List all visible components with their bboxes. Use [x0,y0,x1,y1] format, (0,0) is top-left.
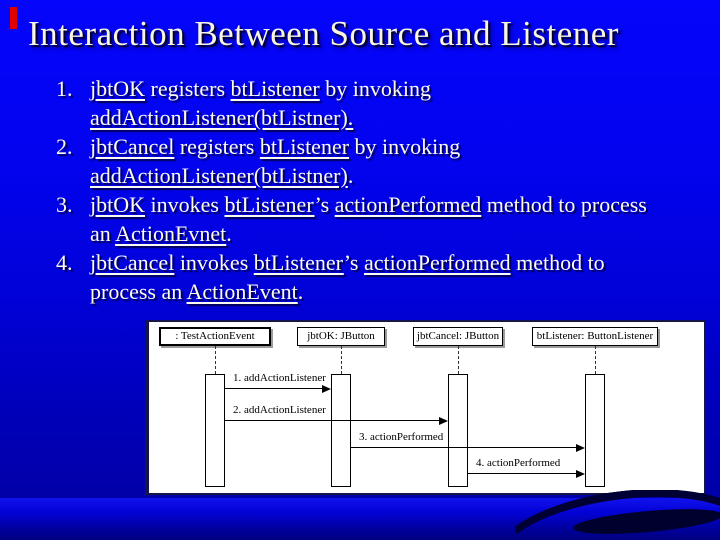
activation-bar [585,374,605,487]
message-label: 1. addActionListener [233,372,326,384]
text-segment: ’s [314,192,335,217]
actor-box: jbtOK: JButton [297,327,385,346]
list-item-number: 1. [56,76,73,101]
lifeline [341,346,342,374]
message-label: 2. addActionListener [233,404,326,416]
code-term: ActionEvent [186,279,298,304]
text-segment: invokes [174,250,254,275]
text-segment: method to [510,250,605,275]
list-item: 2. jbtCancel registers btListener by invo… [48,132,708,190]
corner-accent-bar [10,7,17,29]
code-term: jbtCancel [90,250,175,275]
list-item-number: 2. [56,134,73,159]
lifeline [458,346,459,374]
actor-box: : TestActionEvent [159,327,271,346]
swoosh-decoration [515,490,720,535]
list-item-text: jbtCancel registers btListener by invoki… [90,134,460,188]
list-item: 3. jbtOK invokes btListener’s actionPerfo… [48,190,708,248]
actor-box: btListener: ButtonListener [532,327,658,346]
text-segment: registers [174,134,260,159]
text-segment: . [347,163,354,188]
arrowhead-icon [439,417,448,425]
message-arrow [351,447,577,448]
text-segment: method to process [481,192,647,217]
lifeline [595,346,596,374]
code-term: btListener [259,134,350,159]
code-term: ActionEvnet [115,221,227,246]
code-term: actionPerformed [363,250,511,275]
message-arrow [225,420,440,421]
list-item: 1. jbtOK registers btListener by invoking… [48,74,708,132]
text-segment: registers [145,76,231,101]
code-term: addActionListener(btListner). [90,105,354,130]
code-term: jbtCancel [90,134,175,159]
arrowhead-icon [576,470,585,478]
list-item-text: jbtCancel invokes btListener’s actionPer… [90,250,605,304]
body-list: 1. jbtOK registers btListener by invoking… [48,74,708,306]
text-segment: process an [90,279,187,304]
list-item-text: jbtOK invokes btListener’s actionPerform… [90,192,647,246]
code-term: btListener [253,250,344,275]
sequence-diagram-panel: : TestActionEvent jbtOK: JButton jbtCancel… [145,320,706,495]
code-term: jbtOK [90,76,145,101]
text-segment: an [90,221,116,246]
code-term: addActionListener(btListner) [90,163,348,188]
code-term: actionPerformed [334,192,482,217]
activation-bar [448,374,468,487]
text-segment: invokes [145,192,225,217]
list-item-number: 3. [56,192,73,217]
message-label: 4. actionPerformed [476,457,561,469]
lifeline [215,346,216,374]
text-segment: . [226,221,232,246]
text-segment: . [297,279,304,304]
actor-box: jbtCancel: JButton [413,327,503,346]
arrowhead-icon [576,444,585,452]
text-segment: by invoking [319,76,431,101]
message-label: 3. actionPerformed [359,431,444,443]
activation-bar [205,374,225,487]
text-segment: ’s [343,250,364,275]
code-term: jbtOK [90,192,145,217]
list-item: 4. jbtCancel invokes btListener’s actionP… [48,248,708,306]
code-term: btListener [230,76,320,101]
page-title: Interaction Between Source and Listener [28,14,619,53]
list-item-number: 4. [56,250,73,275]
message-arrow [468,473,577,474]
message-arrow [225,388,323,389]
text-segment: by invoking [349,134,461,159]
activation-bar [331,374,351,487]
list-item-text: jbtOK registers btListener by invoking ad… [90,76,431,130]
arrowhead-icon [322,385,331,393]
code-term: btListener [224,192,315,217]
